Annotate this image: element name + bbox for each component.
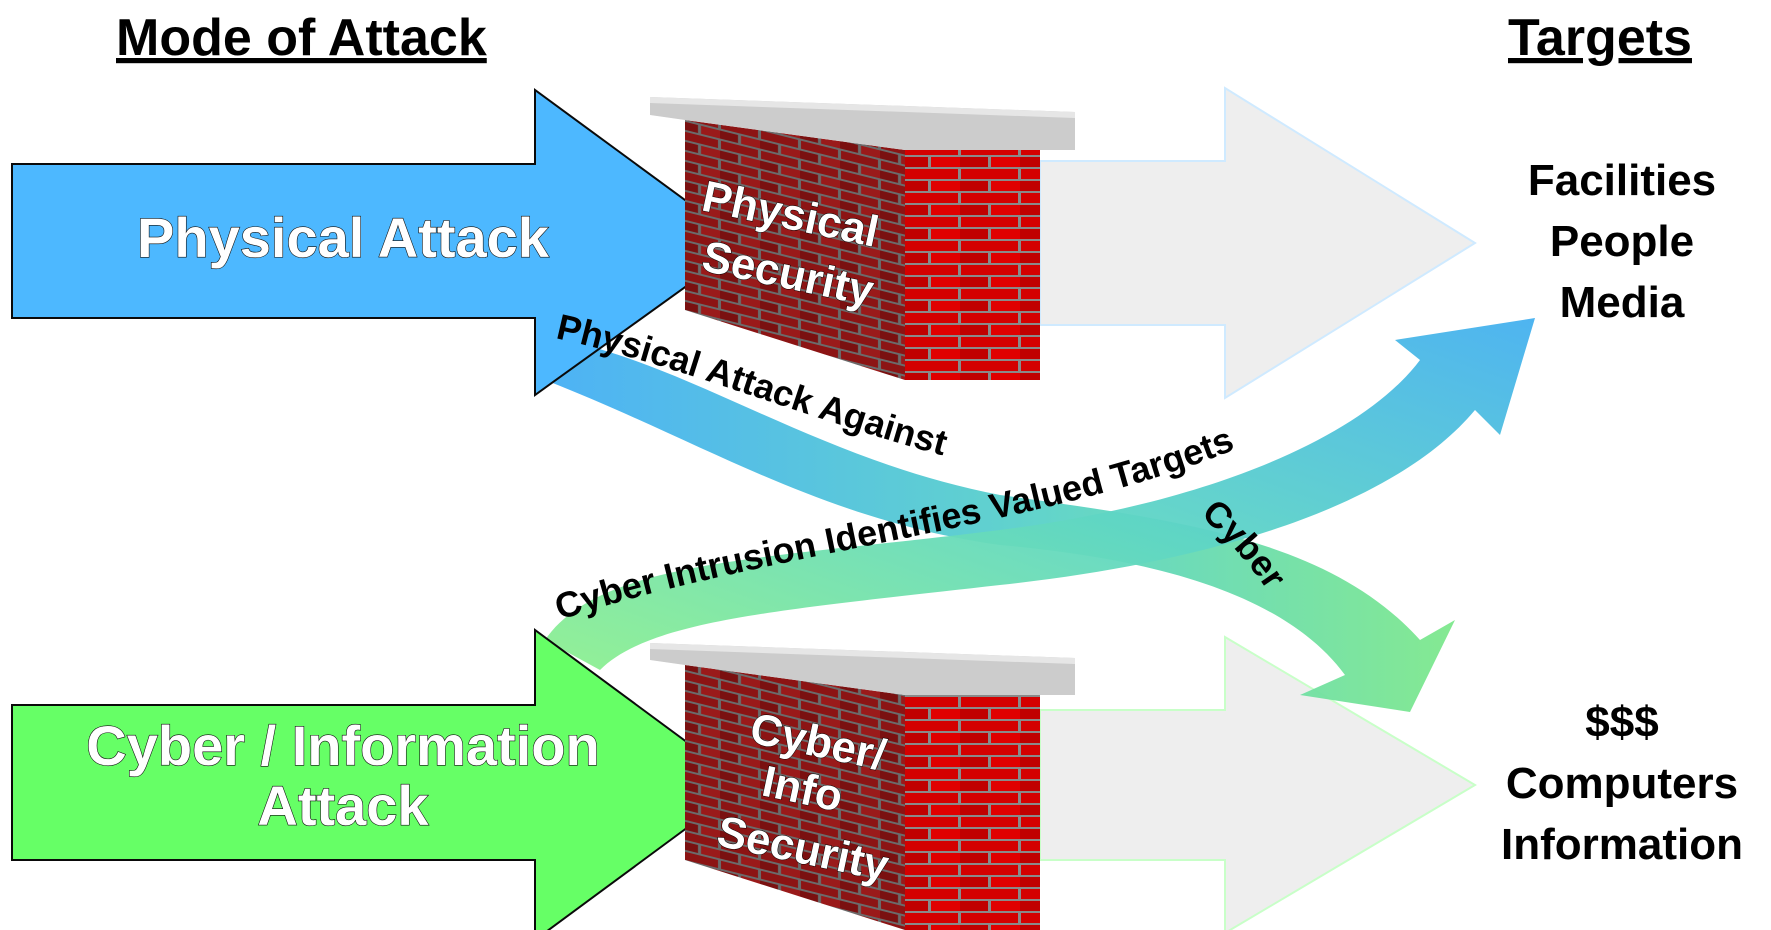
targets-header: Targets — [1508, 9, 1692, 67]
target-money: $$$ — [1585, 698, 1658, 747]
cyber-attack-label-line1: Cyber / Information — [86, 714, 599, 777]
target-computers: Computers — [1506, 759, 1738, 808]
target-media: Media — [1560, 278, 1685, 327]
cyber-intrusion-flow-band — [545, 318, 1535, 670]
mode-of-attack-header: Mode of Attack — [116, 9, 487, 67]
cyber-attack-arrow — [11, 628, 747, 930]
physical-security-wall — [650, 97, 1075, 380]
cyber-security-wall — [650, 643, 1075, 930]
physical-attack-arrow — [11, 88, 747, 397]
target-facilities: Facilities — [1528, 156, 1716, 205]
target-information: Information — [1501, 820, 1743, 869]
target-people: People — [1550, 217, 1694, 266]
physical-attack-flow-band — [545, 340, 1455, 712]
cyber-faded-arrow — [1039, 635, 1477, 930]
physical-faded-arrow — [1039, 86, 1477, 400]
physical-attack-label: Physical Attack — [137, 206, 550, 269]
cyber-attack-label-line2: Attack — [257, 774, 429, 837]
